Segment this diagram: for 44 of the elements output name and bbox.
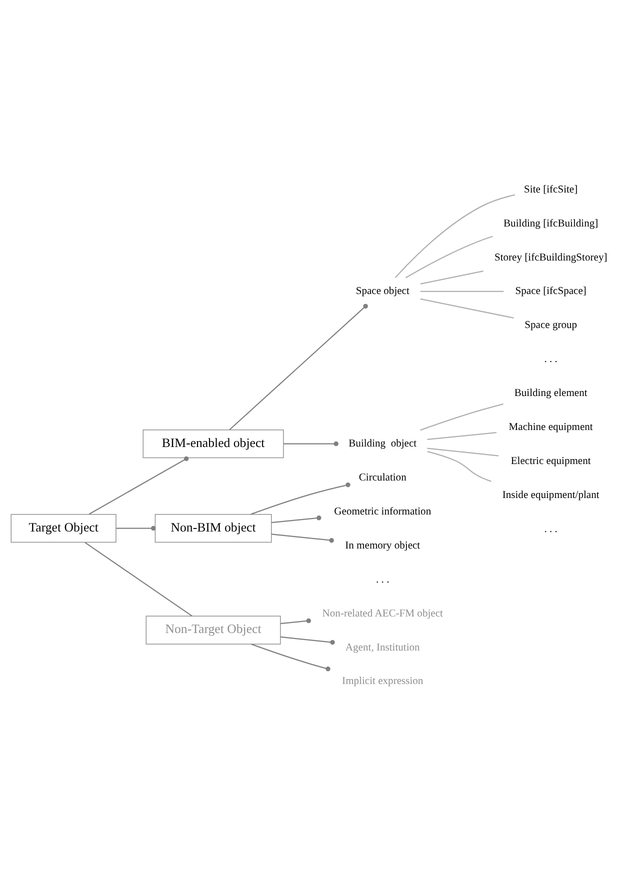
connector <box>284 441 338 446</box>
label: . . . <box>544 524 558 535</box>
connector <box>250 482 350 515</box>
node-text: Non-related AEC-FM object <box>322 608 443 620</box>
node-text: Agent, Institution <box>345 642 420 654</box>
connector <box>420 298 514 319</box>
connector <box>420 290 504 292</box>
connector <box>420 270 484 284</box>
connector <box>405 236 493 278</box>
node-text: Space object <box>356 286 410 298</box>
node-text: Building [ifcBuilding] <box>504 218 598 230</box>
connector <box>116 526 156 531</box>
connector <box>88 456 189 515</box>
connector <box>84 542 192 617</box>
connector <box>427 448 499 456</box>
label: . . . <box>376 574 390 586</box>
node-text: In memory object <box>345 540 420 552</box>
connector <box>427 432 497 440</box>
node-text: Space [ifcSpace] <box>515 286 586 298</box>
node-text: Building object <box>348 438 417 450</box>
connector <box>280 636 335 645</box>
node-box: Target Object <box>10 514 116 543</box>
node-text: Storey [ifcBuildingStorey] <box>494 252 608 264</box>
node-text: Site [ifcSite] <box>524 184 578 196</box>
node-box: BIM-enabled object <box>142 429 284 458</box>
connector <box>272 516 322 524</box>
node-text: Circulation <box>358 472 406 484</box>
node-text: Geometric information <box>334 506 432 518</box>
label: . . . <box>544 354 558 366</box>
node-text: Space group <box>524 320 578 332</box>
connector <box>250 644 330 672</box>
node-box: Non-BIM object <box>154 514 272 543</box>
node-box: Non-Target Object <box>146 616 281 644</box>
node-text: Inside equipment/plant <box>502 490 600 501</box>
connector <box>280 618 311 624</box>
node-text: Machine equipment <box>508 422 593 433</box>
connector <box>394 194 516 278</box>
node-text: Implicit expression <box>342 676 424 688</box>
connector <box>229 304 368 430</box>
node-text: Building element <box>514 388 588 400</box>
node-text: Electric equipment <box>510 456 591 467</box>
connector <box>427 451 492 482</box>
connector <box>272 534 334 543</box>
connector <box>420 403 504 431</box>
